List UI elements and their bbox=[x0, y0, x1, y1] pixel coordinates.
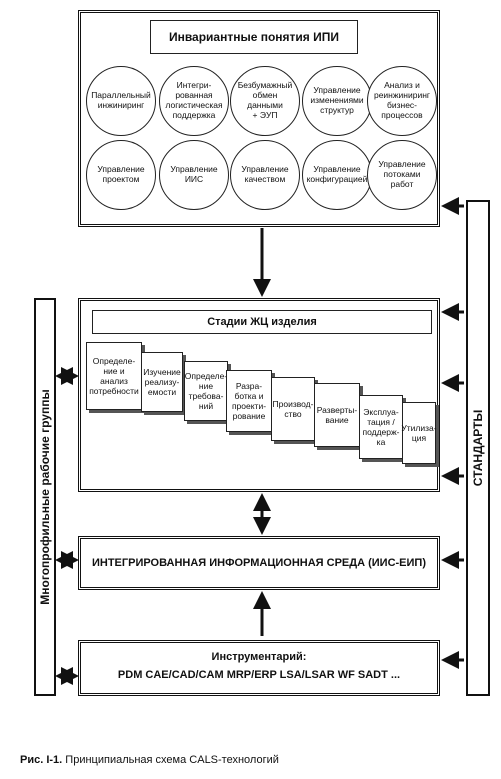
stage-disposal: Утилиза- ция bbox=[401, 402, 437, 464]
stage-design: Разра- ботка и проекти- рование bbox=[226, 370, 272, 432]
concept-project-management: Управление проектом bbox=[86, 140, 156, 210]
concept-paperless-exchange: Безбумажный обмен данными + ЭУП bbox=[230, 66, 300, 136]
concept-ims-management: Управление ИИС bbox=[159, 140, 229, 210]
concept-configuration-management: Управление конфигурацией bbox=[302, 140, 372, 210]
invariant-concepts-title: Инвариантные понятия ИПИ bbox=[150, 20, 358, 54]
concept-quality-management: Управление качеством bbox=[230, 140, 300, 210]
tools-title: Инструментарий: bbox=[211, 651, 307, 663]
stage-needs-analysis: Определе- ние и анализ потребности bbox=[86, 342, 142, 410]
standards-bar bbox=[466, 200, 490, 696]
workgroups-bar bbox=[34, 298, 56, 696]
figure-caption: Рис. I-1. Принципиальная схема CALS-техн… bbox=[20, 754, 490, 766]
lifecycle-title: Стадии ЖЦ изделия bbox=[92, 310, 432, 334]
concept-business-reengineering: Анализ и реинжиниринг бизнес- процессов bbox=[367, 66, 437, 136]
concept-parallel-engineering: Параллельный инжиниринг bbox=[86, 66, 156, 136]
figure-caption-prefix: Рис. I-1. bbox=[20, 754, 63, 766]
concept-integrated-logistic-support: Интегри- рованная логистическая поддержк… bbox=[159, 66, 229, 136]
stage-operation-support: Эксплуа- тация / поддерж- ка bbox=[359, 395, 403, 459]
integrated-information-environment-block: ИНТЕГРИРОВАННАЯ ИНФОРМАЦИОННАЯ СРЕДА (ИИ… bbox=[78, 536, 440, 590]
tools-block bbox=[78, 640, 440, 696]
concept-workflow-management: Управление потоками работ bbox=[367, 140, 437, 210]
stage-feasibility: Изучение реализу- емости bbox=[141, 352, 183, 412]
tools-list: PDM CAE/CAD/CAM MRP/ERP LSA/LSAR WF SADT… bbox=[117, 669, 401, 681]
figure-caption-text: Принципиальная схема CALS-технологий bbox=[65, 754, 279, 766]
stage-deployment: Разверты- вание bbox=[314, 383, 360, 447]
